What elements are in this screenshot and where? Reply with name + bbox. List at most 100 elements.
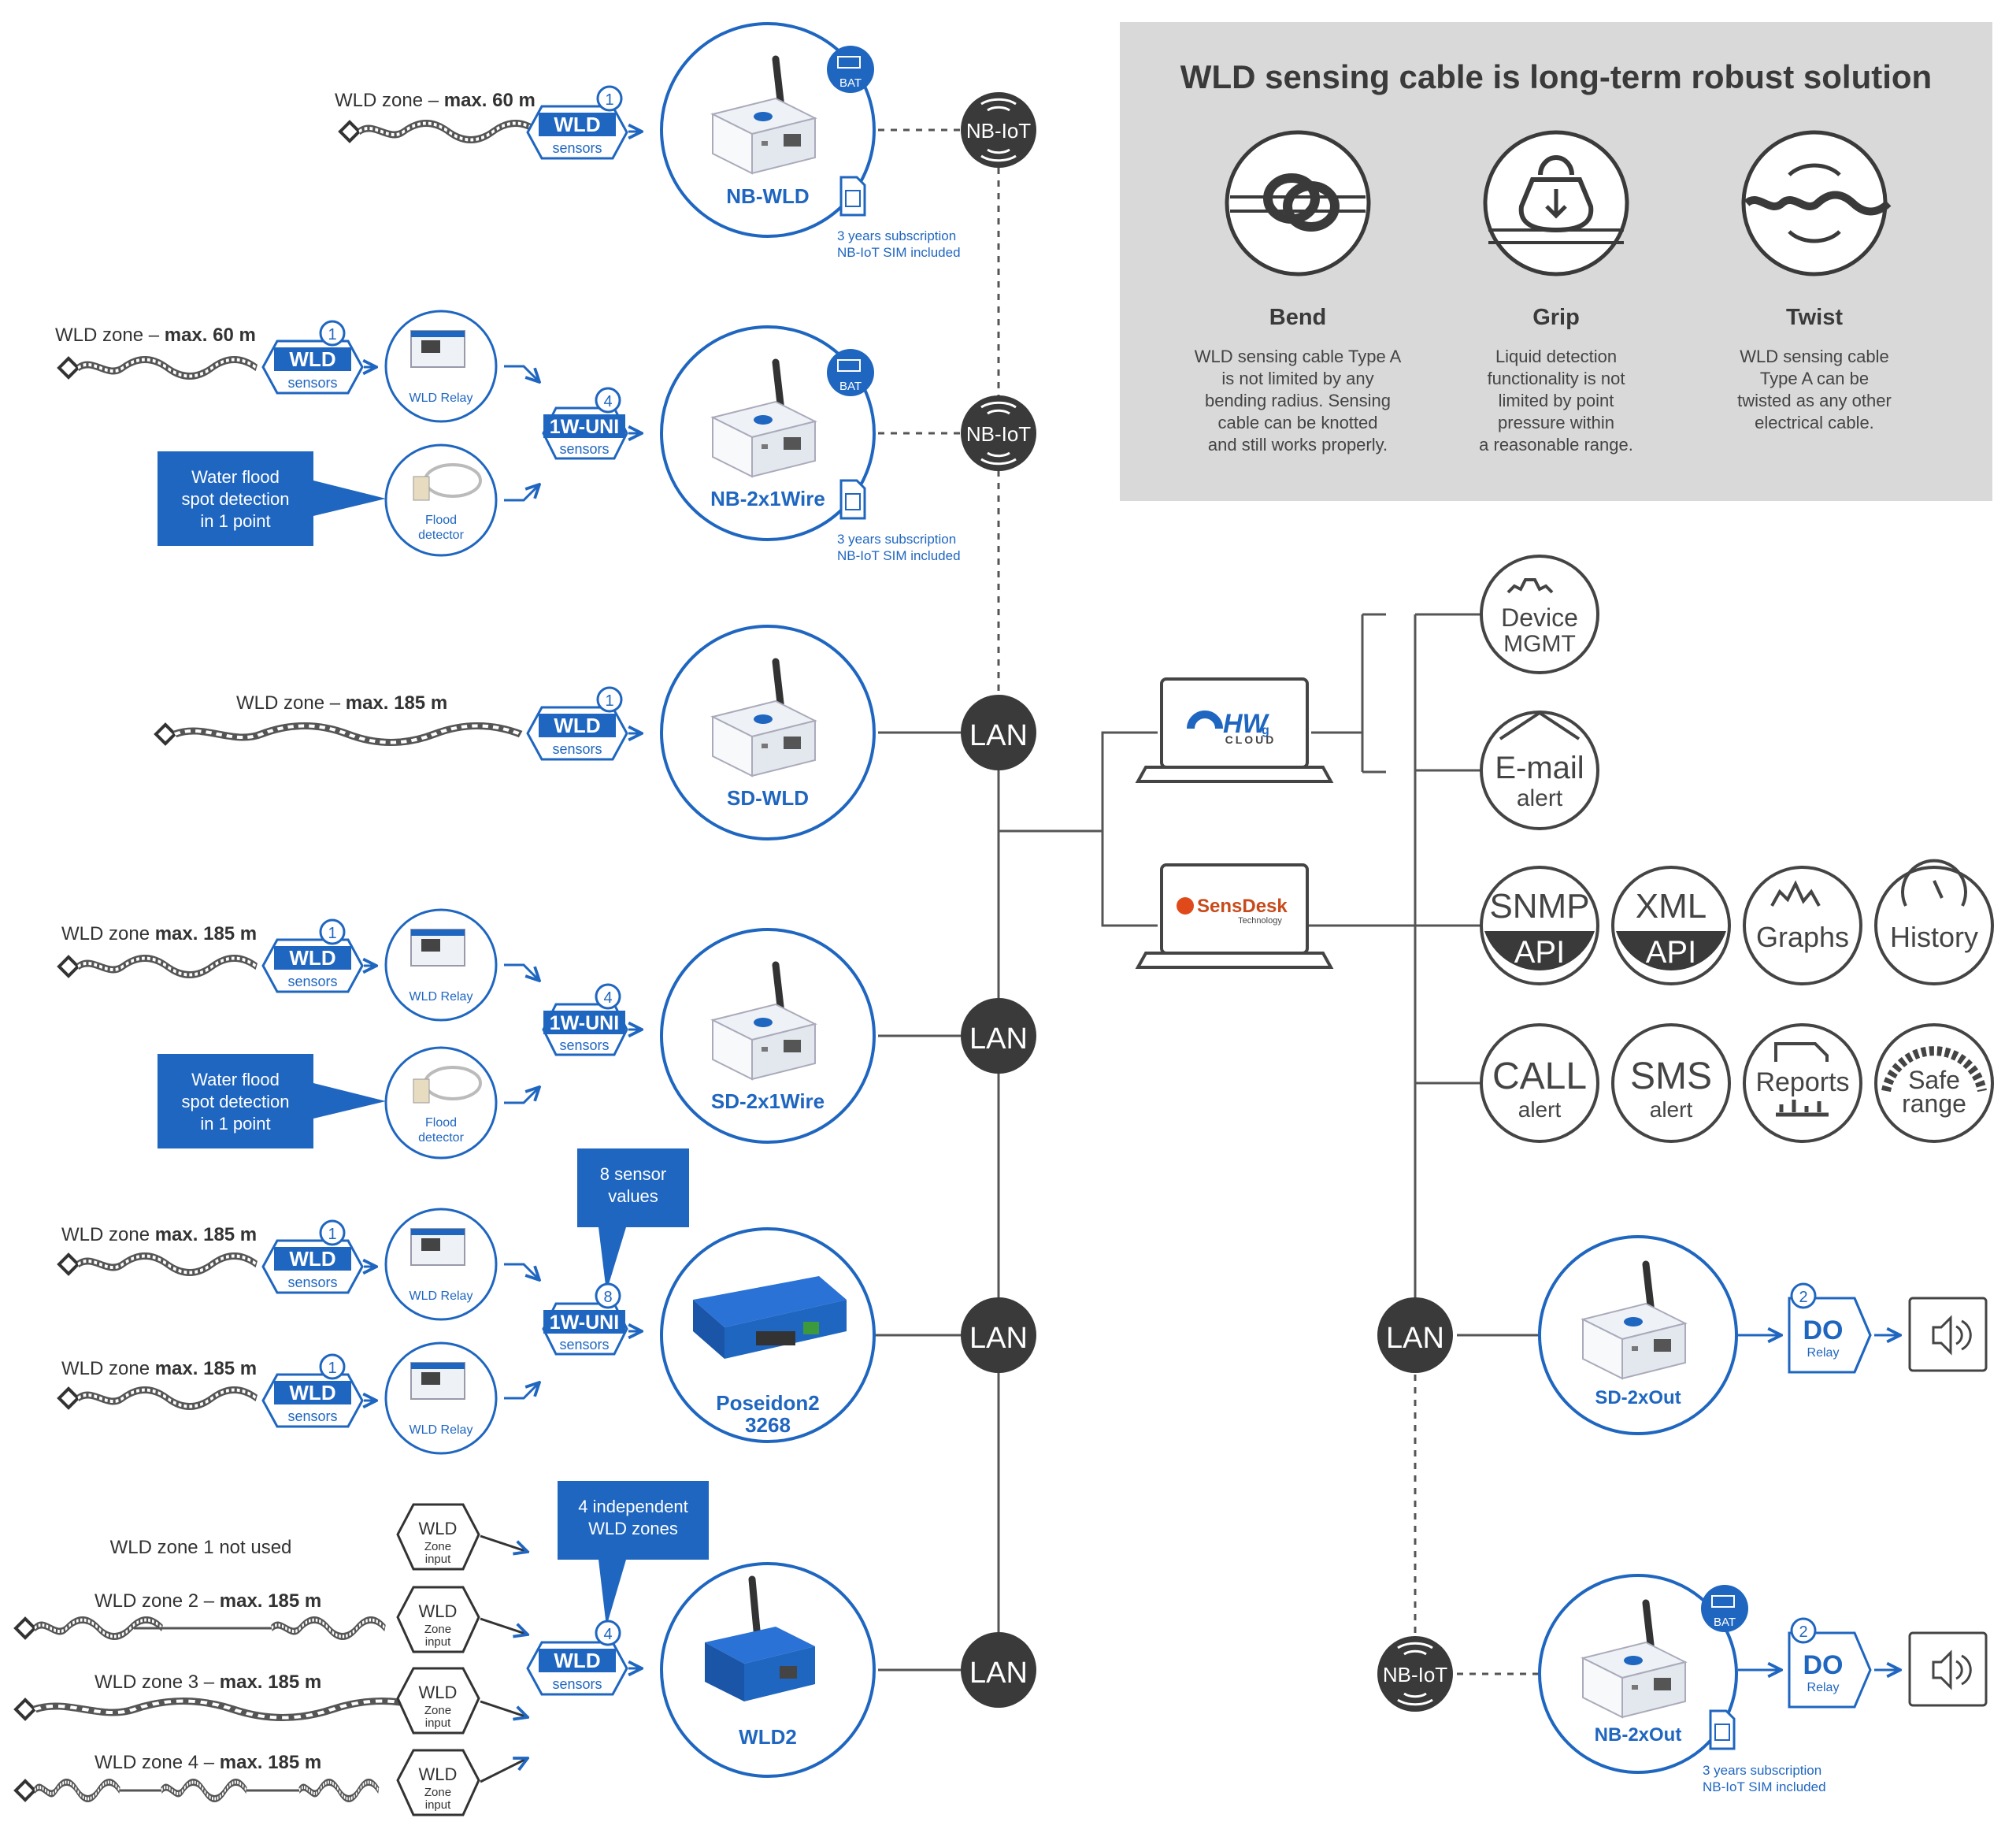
kettlebell-icon <box>1483 130 1629 276</box>
wld-cable <box>78 959 257 975</box>
nbiot-hub: NB-IoT <box>961 395 1036 471</box>
row-wld2: WLD zone 1 not used WLD zone 2 – max. 18… <box>13 1481 876 1816</box>
lan-label: LAN <box>969 1322 1028 1355</box>
callout-line: 4 independent <box>578 1497 687 1516</box>
sensdesk-sub: Technology <box>1238 916 1282 926</box>
lan-hub: LAN <box>961 998 1036 1074</box>
badge-title: WLD <box>554 1649 600 1672</box>
wld-cable <box>78 360 257 377</box>
do-sub: Relay <box>1807 1681 1840 1694</box>
wld-sensors-badge: WLD sensors 1 <box>526 85 628 160</box>
device-name: NB-2xOut <box>1595 1724 1682 1746</box>
service-label: alert <box>1518 1097 1562 1122</box>
badge-subtitle: sensors <box>287 1275 337 1290</box>
sim-note: NB-IoT SIM included <box>837 548 961 563</box>
service-label: Graphs <box>1756 921 1849 953</box>
nb-2x1wire-device: NB-2x1Wire BAT <box>660 325 876 541</box>
wld-cable <box>35 1783 120 1799</box>
service-label: Safe <box>1908 1066 1960 1094</box>
lan-label: LAN <box>969 1657 1028 1690</box>
sim-note: 3 years subscription <box>1703 1763 1821 1778</box>
siren-icon <box>1908 1297 1988 1372</box>
zone-label: WLD zone 1 not used <box>110 1537 292 1558</box>
grip-text-line: limited by point <box>1499 391 1614 410</box>
graphs-service: Graphs <box>1743 866 1862 985</box>
twist-text-line: Type A can be <box>1760 369 1869 388</box>
call-alert-service: CALL alert <box>1480 1023 1599 1143</box>
knot-icon <box>1225 130 1371 276</box>
do-relay-badge: 2 DO Relay <box>1788 1617 1872 1709</box>
row-nb-2x1wire: WLD zone – max. 60 m WLD sensors 1 WLD R… <box>55 310 961 563</box>
badge-subtitle: sensors <box>552 140 602 156</box>
zone-label: WLD zone max. 185 m <box>61 1358 257 1379</box>
chart-icon <box>1770 880 1821 907</box>
service-label: XML <box>1636 887 1707 926</box>
lan-label: LAN <box>969 719 1028 752</box>
zone-input-1: WLD Zone input <box>396 1503 480 1571</box>
do-relay-badge: 2 DO Relay <box>1788 1282 1872 1374</box>
wld-sensors-badge: WLD sensors 4 <box>526 1620 628 1696</box>
info-panel: WLD sensing cable is long-term robust so… <box>1120 22 1992 501</box>
badge-subtitle: sensors <box>559 441 609 457</box>
zone-label: WLD zone – max. 60 m <box>55 325 256 346</box>
flood-detector: Flood detector <box>384 1046 498 1160</box>
sim-card-icon <box>839 479 866 520</box>
zone-label: WLD zone 2 – max. 185 m <box>94 1590 321 1612</box>
grip-text-line: pressure within <box>1498 413 1614 432</box>
siren-icon <box>1908 1631 1988 1707</box>
service-label: MGMT <box>1503 631 1576 657</box>
badge-title: 1W-UNI <box>550 1012 619 1034</box>
row-nb-wld: WLD zone – max. 60 m WLD sensors 1 NB-WL… <box>335 22 961 260</box>
grip-text-line: a reasonable range. <box>1479 435 1633 455</box>
bend-text-line: is not limited by any <box>1221 369 1373 388</box>
badge-count: 1 <box>328 1226 336 1243</box>
gear-icon <box>1506 578 1554 594</box>
badge-count: 1 <box>328 925 336 942</box>
1w-uni-badge: 1W-UNI sensors 4 <box>542 387 628 460</box>
zone-input-2: WLD Zone input <box>396 1586 480 1653</box>
badge-count: 4 <box>603 393 612 410</box>
wld-cable <box>78 1390 257 1407</box>
bend-text-line: and still works properly. <box>1208 435 1388 455</box>
snmp-api-service: SNMP API <box>1480 866 1599 985</box>
sd-2xout-device: SD-2xOut <box>1538 1235 1738 1435</box>
relay-label: WLD Relay <box>410 990 473 1004</box>
zone-label: WLD zone max. 185 m <box>61 923 257 944</box>
flood-callout: Water flood spot detection in 1 point <box>158 1054 386 1148</box>
service-label: History <box>1890 921 1978 953</box>
sim-note: NB-IoT SIM included <box>1703 1779 1826 1794</box>
service-label: API <box>1646 935 1696 970</box>
hwg-cloud-text: CLOUD <box>1225 733 1277 746</box>
zone-input-label: input <box>425 1798 451 1812</box>
badge-subtitle: sensors <box>287 974 337 989</box>
wld-sensors-badge: WLD sensors 1 <box>261 320 364 395</box>
sim-card-icon <box>1709 1709 1736 1750</box>
clock-icon <box>1901 859 1967 907</box>
lan-label: LAN <box>969 1022 1028 1056</box>
sensdesk-laptop: SensDesk Technology <box>1135 863 1334 969</box>
callout-line: values <box>608 1186 658 1206</box>
bat-label: BAT <box>839 76 862 90</box>
device-name: SD-2xOut <box>1595 1387 1681 1408</box>
device-name: SD-2x1Wire <box>711 1089 825 1113</box>
badge-count: 4 <box>603 989 612 1007</box>
zone-input-label: input <box>425 1553 451 1566</box>
callout-line: spot detection <box>182 1092 290 1111</box>
nbiot-label: NB-IoT <box>966 422 1031 446</box>
device-name: SD-WLD <box>727 786 809 810</box>
sd-wld-device: SD-WLD <box>660 625 876 840</box>
badge-subtitle: sensors <box>559 1337 609 1352</box>
wld2-device: WLD2 <box>660 1562 876 1778</box>
bend-text-line: cable can be knotted <box>1217 413 1377 432</box>
sim-note: 3 years subscription <box>837 228 956 243</box>
zone-input-label: WLD <box>419 1519 458 1538</box>
grip-text-line: Liquid detection <box>1495 347 1617 366</box>
info-panel-title: WLD sensing cable is long-term robust so… <box>1180 58 1932 95</box>
poseidon2-device: Poseidon2 3268 <box>660 1227 876 1443</box>
wld-cable <box>78 1256 257 1273</box>
wld-relay: WLD Relay <box>384 1341 498 1455</box>
lan-hub: LAN <box>961 1632 1036 1708</box>
badge-count: 1 <box>328 326 336 343</box>
service-label: E-mail <box>1495 751 1584 785</box>
row-sd-2x1wire: WLD zone max. 185 m WLD sensors 1 WLD Re… <box>57 908 876 1160</box>
